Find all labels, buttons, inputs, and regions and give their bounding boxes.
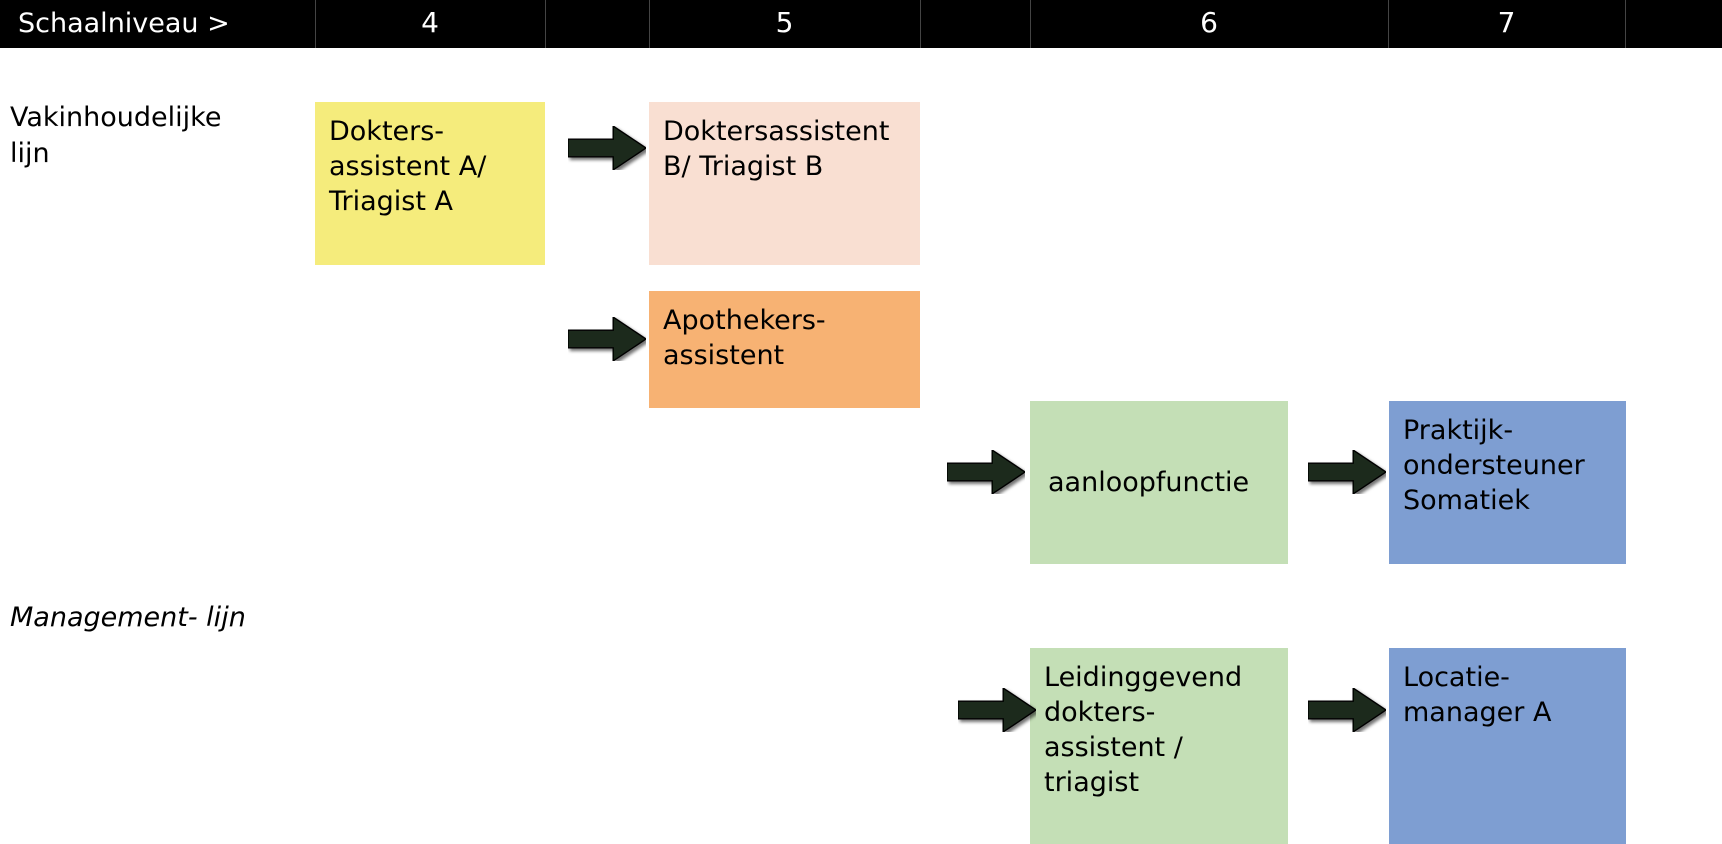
box-doktersassistent-b-triagist-b[interactable]: Doktersassistent B/ Triagist B bbox=[649, 102, 920, 265]
box-apothekersassistent[interactable]: Apothekers- assistent bbox=[649, 291, 920, 408]
row-label-management-lijn: Management- lijn bbox=[10, 602, 246, 633]
box-doktersassistent-a-triagist-a[interactable]: Dokters- assistent A/ Triagist A bbox=[315, 102, 545, 265]
header-divider-4 bbox=[1030, 0, 1031, 48]
arrow-glyph-icon bbox=[1308, 450, 1386, 494]
arrow-to-apothekersassistent bbox=[568, 317, 646, 361]
scale-level-header-bar: Schaalniveau > 4 5 6 7 bbox=[0, 0, 1722, 48]
arrow-glyph-icon bbox=[958, 688, 1036, 732]
box-locatiemanager-a[interactable]: Locatie- manager A bbox=[1389, 648, 1626, 844]
arrow-leidinggevend-to-locatiemanager bbox=[1308, 688, 1386, 732]
box-aanloopfunctie[interactable]: aanloopfunctie bbox=[1030, 401, 1288, 564]
arrow-to-aanloopfunctie bbox=[947, 450, 1025, 494]
arrow-doktersassistent-a-to-b bbox=[568, 126, 646, 170]
header-divider-3 bbox=[920, 0, 921, 48]
header-divider-2 bbox=[649, 0, 650, 48]
header-level-7[interactable]: 7 bbox=[1497, 6, 1516, 39]
arrow-glyph-icon bbox=[568, 126, 646, 170]
header-divider-5 bbox=[1388, 0, 1389, 48]
header-level-6[interactable]: 6 bbox=[1200, 6, 1218, 39]
header-divider-1 bbox=[545, 0, 546, 48]
box-leidinggevend-doktersassistent-triagist[interactable]: Leidinggevend dokters- assistent / triag… bbox=[1030, 648, 1288, 844]
header-divider-0 bbox=[315, 0, 316, 48]
arrow-to-leidinggevend bbox=[958, 688, 1036, 732]
arrow-glyph-icon bbox=[947, 450, 1025, 494]
arrow-glyph-icon bbox=[568, 317, 646, 361]
arrow-glyph-icon bbox=[1308, 688, 1386, 732]
row-label-vakinhoudelijke-lijn: Vakinhoudelijke lijn bbox=[10, 102, 222, 169]
header-level-5[interactable]: 5 bbox=[775, 6, 794, 39]
arrow-aanloopfunctie-to-praktijkondersteuner bbox=[1308, 450, 1386, 494]
header-level-4[interactable]: 4 bbox=[421, 6, 439, 39]
box-praktijkondersteuner-somatiek[interactable]: Praktijk- ondersteuner Somatiek bbox=[1389, 401, 1626, 564]
scale-level-header-label: Schaalniveau > bbox=[18, 8, 230, 39]
header-divider-6 bbox=[1625, 0, 1626, 48]
